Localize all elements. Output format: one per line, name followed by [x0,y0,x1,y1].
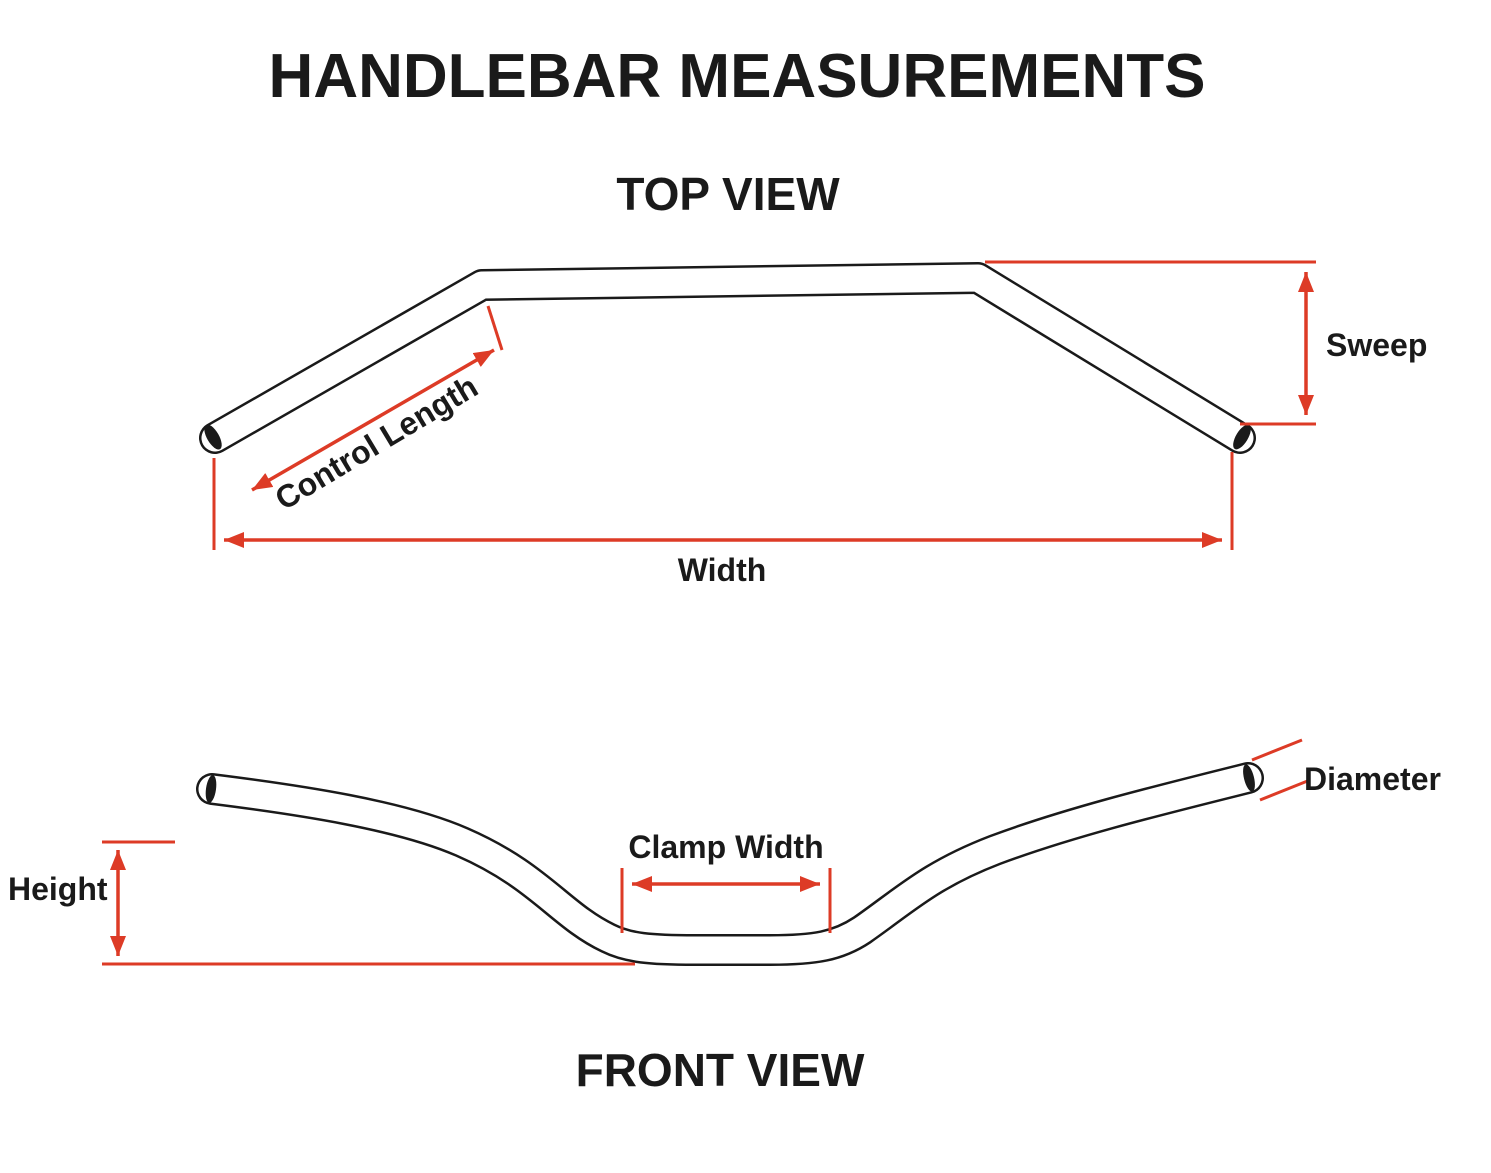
diameter-pointer-line-top [1251,738,1303,762]
diameter-callout: Diameter [1251,738,1441,802]
front-left-bar-end-cap [205,775,217,803]
width-label: Width [678,552,767,588]
diameter-pointer-line-bottom [1259,778,1311,802]
sweep-label: Sweep [1326,327,1427,363]
page-title: HANDLEBAR MEASUREMENTS [269,42,1206,111]
clamp-width-label: Clamp Width [628,829,823,865]
front-view-heading: FRONT VIEW [576,1044,865,1096]
control-length-tick [486,305,504,351]
top-view-handlebar [199,262,1256,454]
top-right-bar-end-cap [1233,424,1251,450]
control-length-arrow [251,348,495,492]
top-view-heading: TOP VIEW [616,168,840,220]
front-right-bar-end-cap [1243,764,1255,792]
height-dimension: Height [8,840,635,966]
sweep-dimension: Sweep [985,260,1427,426]
clamp-width-dimension: Clamp Width [620,829,832,933]
height-label: Height [8,871,108,907]
front-view-handlebar [196,762,1264,966]
front-handlebar-fill [198,764,1262,964]
top-left-bar-end-cap [204,424,222,450]
width-dimension: Width [212,452,1234,588]
top-handlebar-fill [201,264,1254,452]
diameter-label: Diameter [1304,761,1441,797]
